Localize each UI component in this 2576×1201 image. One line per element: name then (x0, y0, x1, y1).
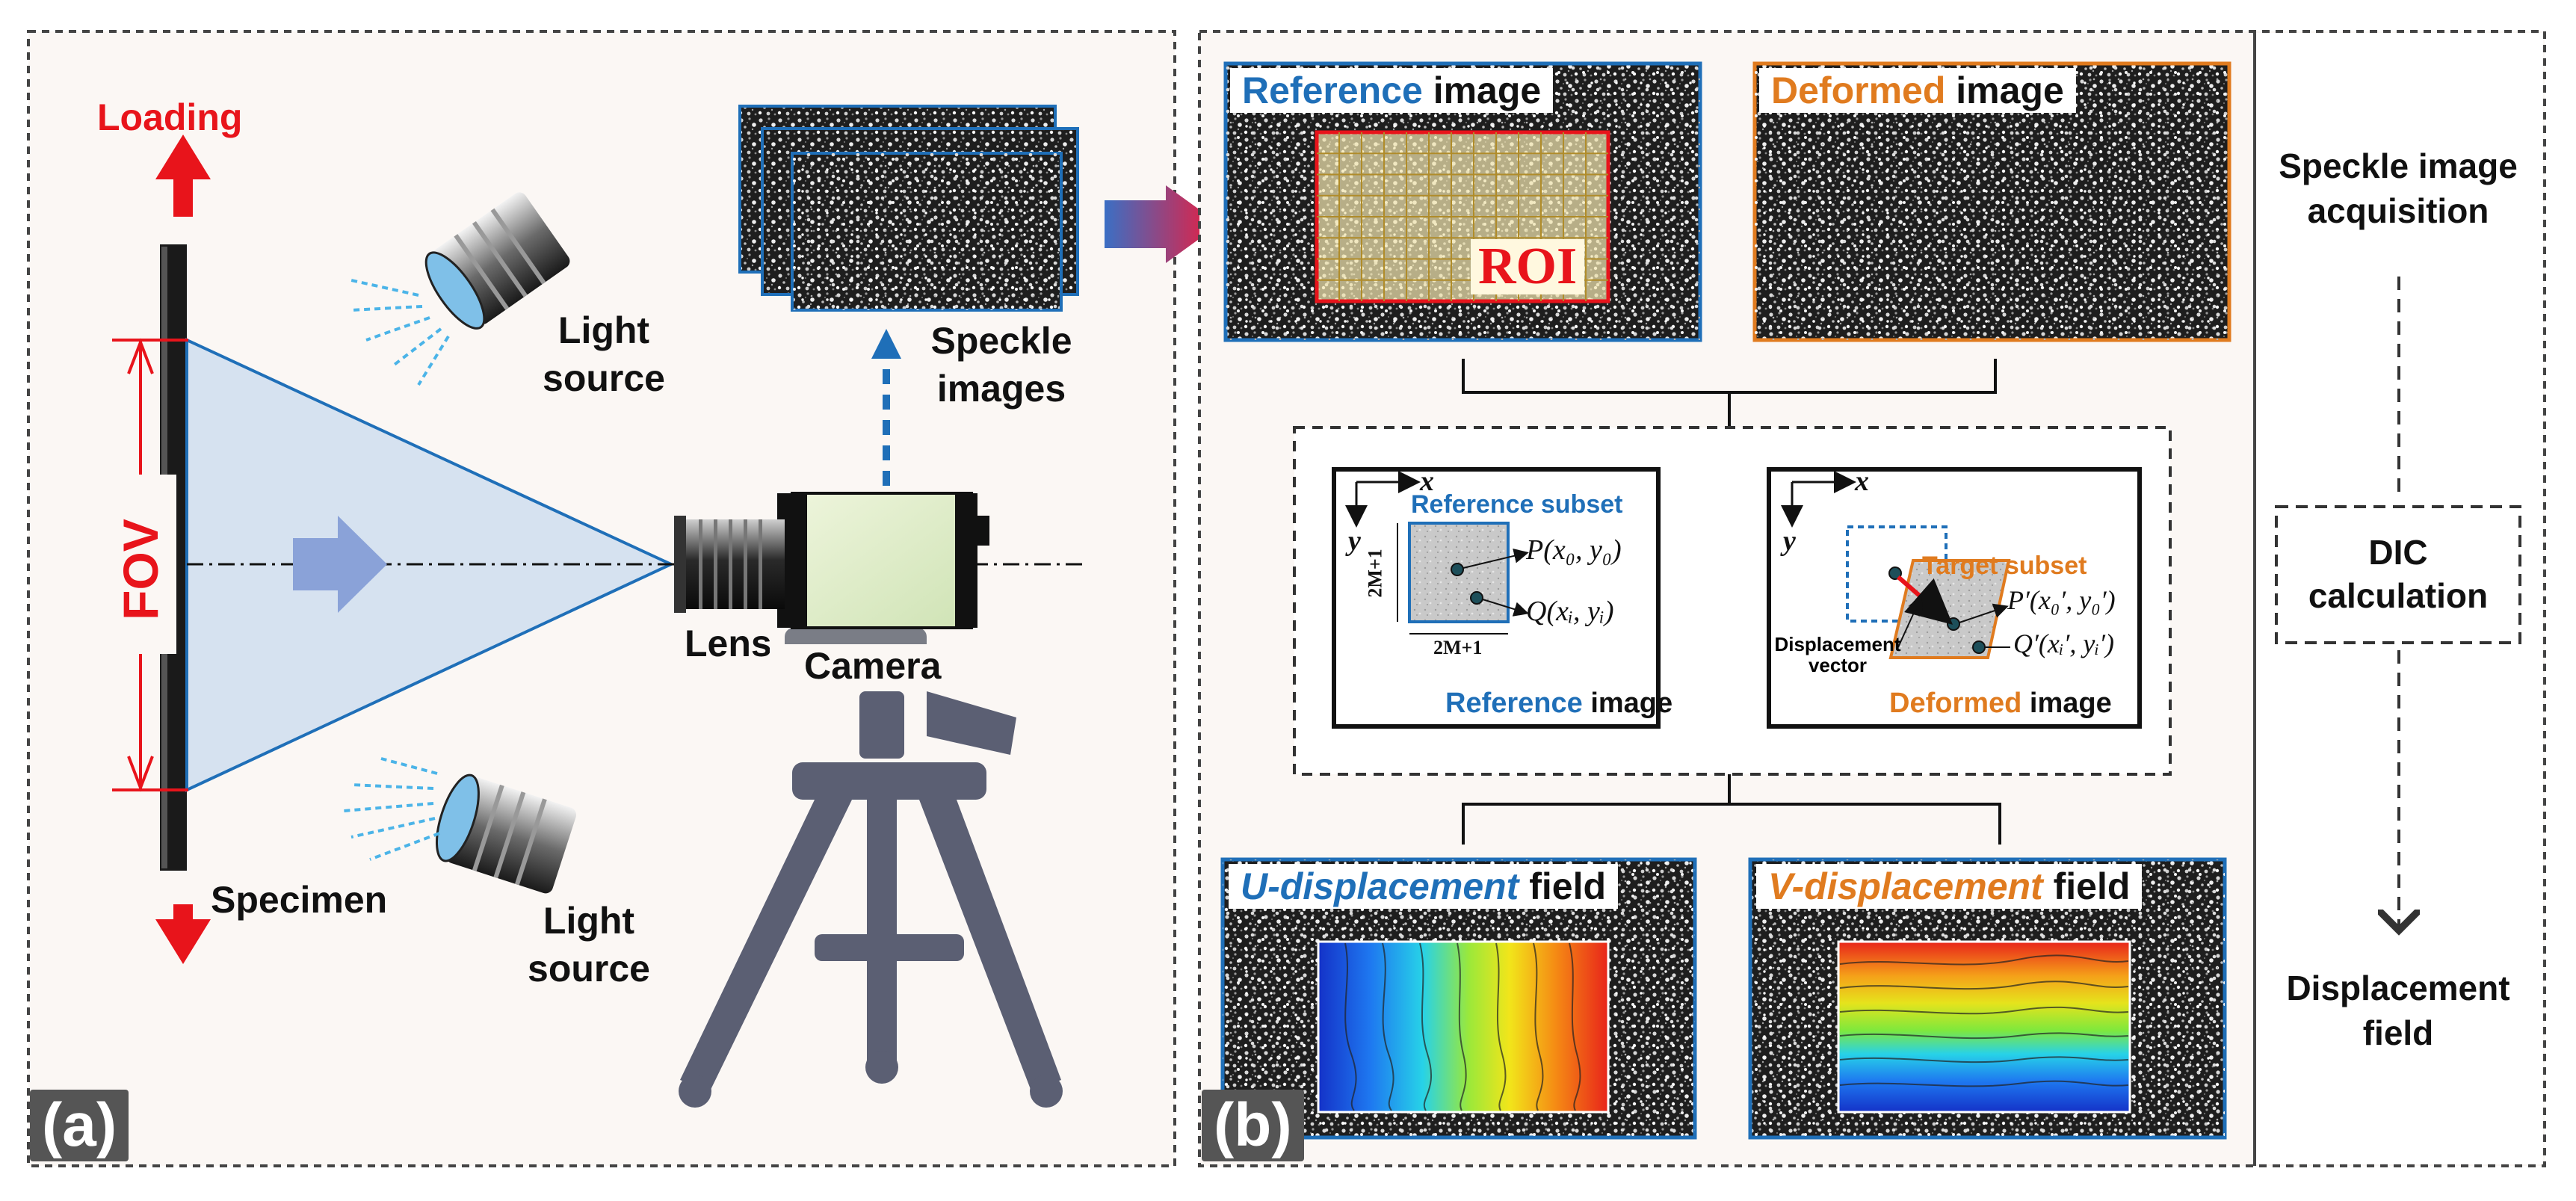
u-field-contour (1317, 940, 1610, 1114)
merge-connector-top (1462, 359, 1997, 427)
loading-label: Loading (97, 96, 243, 138)
merge-connector-bottom (1462, 774, 2001, 845)
ref-size-vertical: 2M+1 (1364, 549, 1386, 598)
ref-axis-x: x (1420, 466, 1434, 497)
reference-subset-graphics (1345, 471, 1529, 635)
deformed-image-title: Deformed image (1759, 68, 2076, 113)
roi-label: ROI (1471, 239, 1585, 294)
loading-arrow-up-icon (155, 135, 211, 217)
light-source-top-icon (424, 192, 570, 330)
reference-subset-caption: Reference image (1445, 688, 1673, 719)
roi-grid (1315, 130, 1610, 303)
panel-a-tag: (a) (30, 1090, 129, 1161)
reference-subset-label: Reference subset (1411, 490, 1623, 519)
loading-arrow-down-icon (155, 904, 211, 964)
def-point-p: P′(x₀′, y₀′) (2007, 585, 2116, 615)
tripod-icon (679, 691, 1063, 1108)
deformed-subset-graphics (1781, 471, 2011, 659)
v-field-title: V-displacement field (1756, 864, 2143, 909)
u-field-title: U-displacement field (1229, 864, 1619, 909)
panel-b-tag: (b) (1202, 1090, 1304, 1161)
ref-point-q: Q(xᵢ, yᵢ) (1526, 596, 1614, 627)
dic-calculation-box (2275, 505, 2521, 644)
def-axis-y: y (1783, 525, 1796, 557)
target-subset-label: Target subset (1922, 552, 2087, 580)
def-point-q: Q′(xᵢ′, yᵢ′) (2013, 629, 2114, 658)
light-rays-top (350, 279, 450, 386)
fov-label: FOV (113, 519, 168, 620)
ref-size-horizontal: 2M+1 (1433, 637, 1483, 658)
def-axis-x: x (1855, 466, 1869, 497)
reference-subset-box (1332, 467, 1661, 729)
camera-label: Camera (770, 644, 976, 688)
speckle-image-stack (738, 105, 1079, 312)
lens-icon (674, 516, 785, 613)
light-rays-bottom (343, 757, 440, 861)
deformed-subset-caption: Deformed image (1889, 688, 2112, 719)
capture-arrow-head-icon (871, 329, 901, 359)
view-direction-arrow-icon (293, 516, 387, 613)
specimen-label: Specimen (211, 879, 388, 921)
ref-point-p: P(x₀, y₀) (1526, 534, 1622, 566)
transfer-arrow-icon (1105, 185, 1220, 263)
reference-image-title: Reference image (1230, 68, 1554, 113)
deformed-subset-box (1767, 467, 2142, 729)
ref-axis-y: y (1348, 525, 1361, 557)
lens-label: Lens (685, 623, 772, 664)
light-source-bottom-icon (435, 774, 577, 894)
